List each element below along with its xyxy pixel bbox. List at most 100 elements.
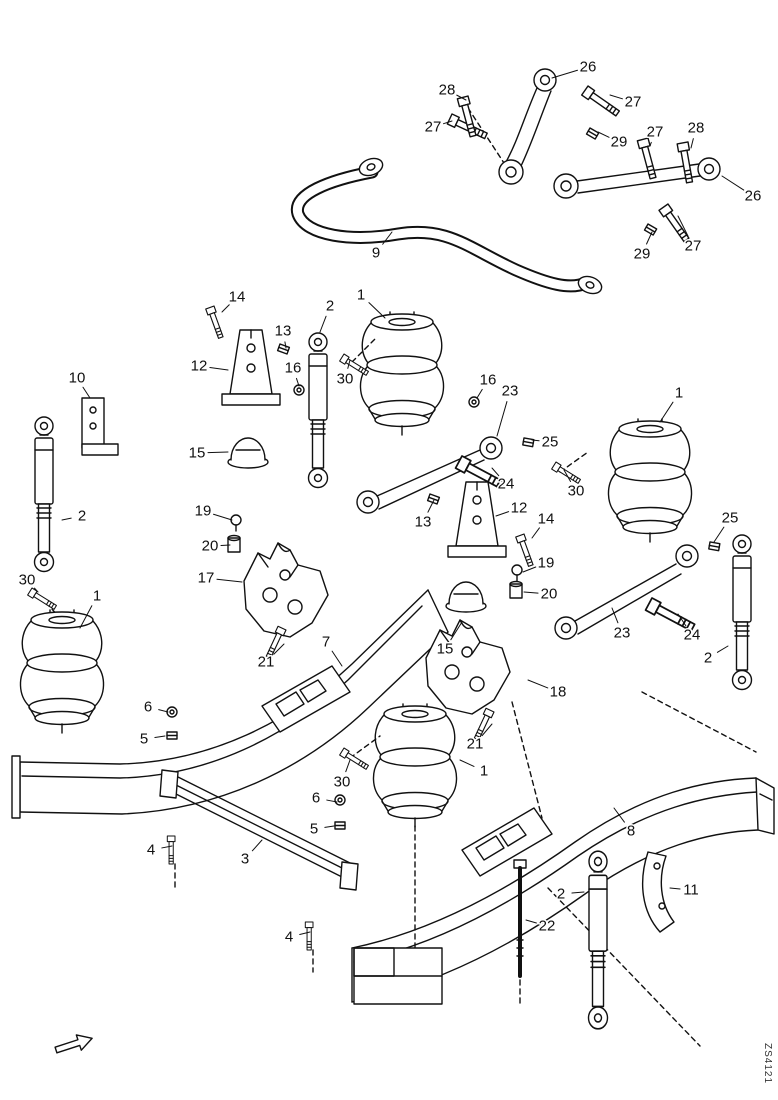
callout-label: 29 — [634, 246, 651, 263]
axle-bracket-rear — [425, 619, 511, 715]
callout-label: 8 — [627, 823, 635, 840]
callout-label: 2 — [326, 298, 334, 315]
callout-leader — [609, 94, 623, 100]
callout-leader — [154, 735, 166, 738]
callout-leader — [522, 566, 537, 573]
callout-label: 27 — [425, 119, 442, 136]
callout-leader — [481, 723, 493, 737]
callout-leader — [33, 587, 39, 593]
callout-leader — [571, 891, 585, 894]
callout-leader — [221, 304, 230, 313]
callout-label: 17 — [198, 570, 215, 587]
callout-label: 28 — [439, 82, 456, 99]
callout-label: 6 — [312, 790, 320, 807]
callout-leader — [216, 578, 243, 583]
torque-rod-front — [356, 436, 503, 514]
callout-leader — [677, 215, 689, 237]
callout-label: 27 — [685, 238, 702, 255]
callout-leader — [61, 517, 72, 521]
callout-label: 14 — [229, 289, 246, 306]
callout-label: 4 — [147, 842, 155, 859]
callout-label: 26 — [745, 188, 762, 205]
callout-leader — [324, 825, 335, 828]
spring-bracket-front — [221, 329, 281, 406]
callout-label: 18 — [550, 684, 567, 701]
callout-leader — [690, 138, 694, 149]
callout-leader — [427, 499, 435, 513]
callout-leader — [161, 845, 173, 849]
bump-stop-front — [227, 437, 269, 469]
callout-label: 28 — [688, 120, 705, 137]
stabilizer-bar — [290, 157, 603, 295]
bump-stop-rear — [445, 581, 487, 613]
frame-rail-right — [351, 777, 775, 1005]
callout-label: 22 — [539, 918, 556, 935]
callout-label: 21 — [258, 654, 275, 671]
callout-leader — [331, 650, 343, 667]
callout-leader — [527, 679, 549, 689]
callout-label: 12 — [511, 500, 528, 517]
callout-label: 3 — [241, 851, 249, 868]
callout-leader — [496, 401, 508, 437]
torque-rod-rear — [554, 544, 699, 640]
callout-label: 1 — [675, 385, 683, 402]
callout-label: 12 — [191, 358, 208, 375]
callout-label: 11 — [683, 882, 699, 899]
callout-leader — [459, 759, 475, 767]
callout-label: 2 — [78, 508, 86, 525]
callout-leader — [495, 511, 510, 517]
callout-leader — [299, 931, 311, 935]
callout-label: 27 — [625, 94, 642, 111]
callout-leader — [345, 759, 351, 773]
air-spring-top — [359, 311, 445, 436]
callout-leader — [476, 388, 483, 399]
callout-label: 21 — [467, 736, 484, 753]
callout-leader — [284, 341, 287, 349]
callout-label: 13 — [275, 323, 292, 340]
callout-label: 7 — [322, 634, 330, 651]
callout-label: 29 — [611, 134, 628, 151]
direction-arrow-icon — [54, 1034, 93, 1054]
callout-leader — [597, 131, 610, 138]
callout-leader — [209, 367, 229, 371]
callout-leader — [721, 175, 745, 191]
callout-leader — [563, 469, 572, 482]
callout-label: 15 — [189, 445, 206, 462]
callout-leader — [442, 120, 453, 125]
callout-label: 20 — [202, 538, 219, 555]
callout-label: 5 — [140, 731, 148, 748]
callout-leader — [347, 359, 351, 369]
callout-leader — [677, 613, 687, 627]
air-spring-left — [19, 609, 105, 734]
callout-label: 25 — [542, 434, 559, 451]
callout-label: 16 — [480, 372, 497, 389]
torque-rod-upper-right — [553, 157, 721, 199]
cross-member — [159, 769, 359, 891]
callout-leader — [456, 94, 467, 101]
shock-absorber-center — [307, 332, 329, 489]
air-spring-right — [607, 418, 693, 543]
callout-leader — [713, 526, 725, 543]
callout-label: 6 — [144, 699, 152, 716]
bushing-front — [227, 534, 241, 553]
callout-label: 13 — [415, 514, 432, 531]
drawing-number: ZS4121 — [762, 1042, 773, 1084]
bracket-right — [642, 851, 675, 933]
callout-leader — [319, 315, 327, 333]
callout-label: 27 — [647, 124, 664, 141]
shock-absorber-right — [731, 534, 753, 691]
callout-leader — [491, 467, 500, 477]
callout-leader — [273, 643, 285, 655]
callout-label: 30 — [19, 572, 36, 589]
fasteners — [27, 85, 721, 978]
callout-label: 24 — [684, 627, 701, 644]
cap-front — [230, 514, 242, 532]
callout-label: 23 — [614, 625, 631, 642]
callout-label: 25 — [722, 510, 739, 527]
callout-leader — [158, 709, 169, 713]
callout-leader — [213, 513, 233, 521]
callout-label: 26 — [580, 59, 597, 76]
